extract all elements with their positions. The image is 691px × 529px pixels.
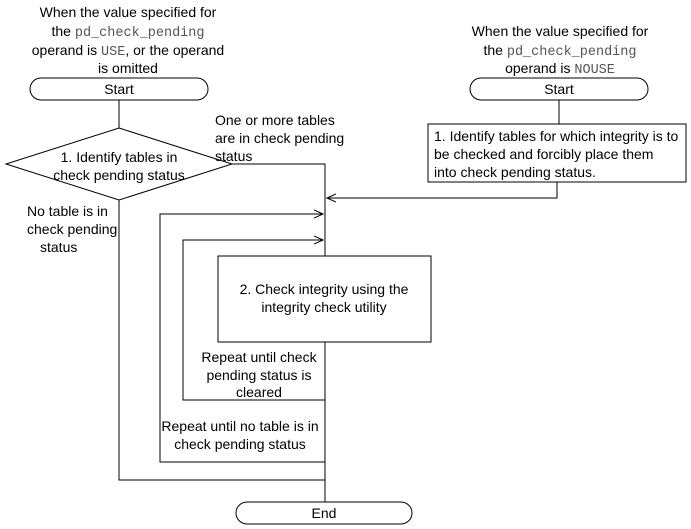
right-process-box: [427, 123, 687, 183]
start-left-label: Start: [104, 81, 134, 97]
branch-yes-line3: status: [215, 148, 252, 164]
left-header-line1: When the value specified for: [40, 4, 217, 20]
left-header-line4: is omitted: [98, 60, 158, 76]
main-flow-line: [232, 163, 326, 477]
outer-loop-arrow: [159, 214, 325, 463]
branch-yes-line2: are in check pending: [215, 130, 344, 146]
end-terminal: [235, 501, 413, 525]
right-process-line1: 1. Identify tables for which integrity i…: [434, 128, 679, 144]
right-header-line1: When the value specified for: [472, 23, 649, 39]
inner-loop-arrow: [182, 240, 325, 401]
right-merge-arrow: [327, 182, 558, 198]
branch-no-line1: No table is in: [27, 203, 108, 219]
check-process-line2: integrity check utility: [261, 299, 386, 315]
right-process-line2: be checked and forcibly place them: [434, 146, 653, 162]
check-process-line1: 2. Check integrity using the: [240, 281, 409, 297]
inner-loop-line3: cleared: [236, 384, 282, 400]
right-header-line3: operand is NOUSE: [505, 60, 615, 78]
start-right-label: Start: [544, 81, 574, 97]
branch-yes-line1: One or more tables: [215, 112, 335, 128]
outer-loop-line2: check pending status: [174, 436, 306, 452]
decision-line2: check pending status: [53, 167, 185, 183]
no-branch-line: [118, 200, 325, 481]
branch-no-line3: status: [40, 239, 77, 255]
decision-line1: 1. Identify tables in: [61, 149, 178, 165]
outer-loop-line1: Repeat until no table is in: [161, 418, 318, 434]
branch-no-line2: check pending: [27, 221, 117, 237]
right-header-line2: the pd_check_pending: [484, 42, 637, 60]
end-label: End: [312, 505, 337, 521]
inner-loop-line1: Repeat until check: [201, 349, 317, 365]
left-header-line3: operand is USE, or the operand: [32, 42, 224, 60]
right-process-line3: into check pending status.: [434, 164, 596, 180]
check-integrity-box: [217, 255, 432, 343]
inner-loop-line2: pending status is: [206, 367, 311, 383]
left-header-line2: the pd_check_pending: [52, 23, 205, 41]
